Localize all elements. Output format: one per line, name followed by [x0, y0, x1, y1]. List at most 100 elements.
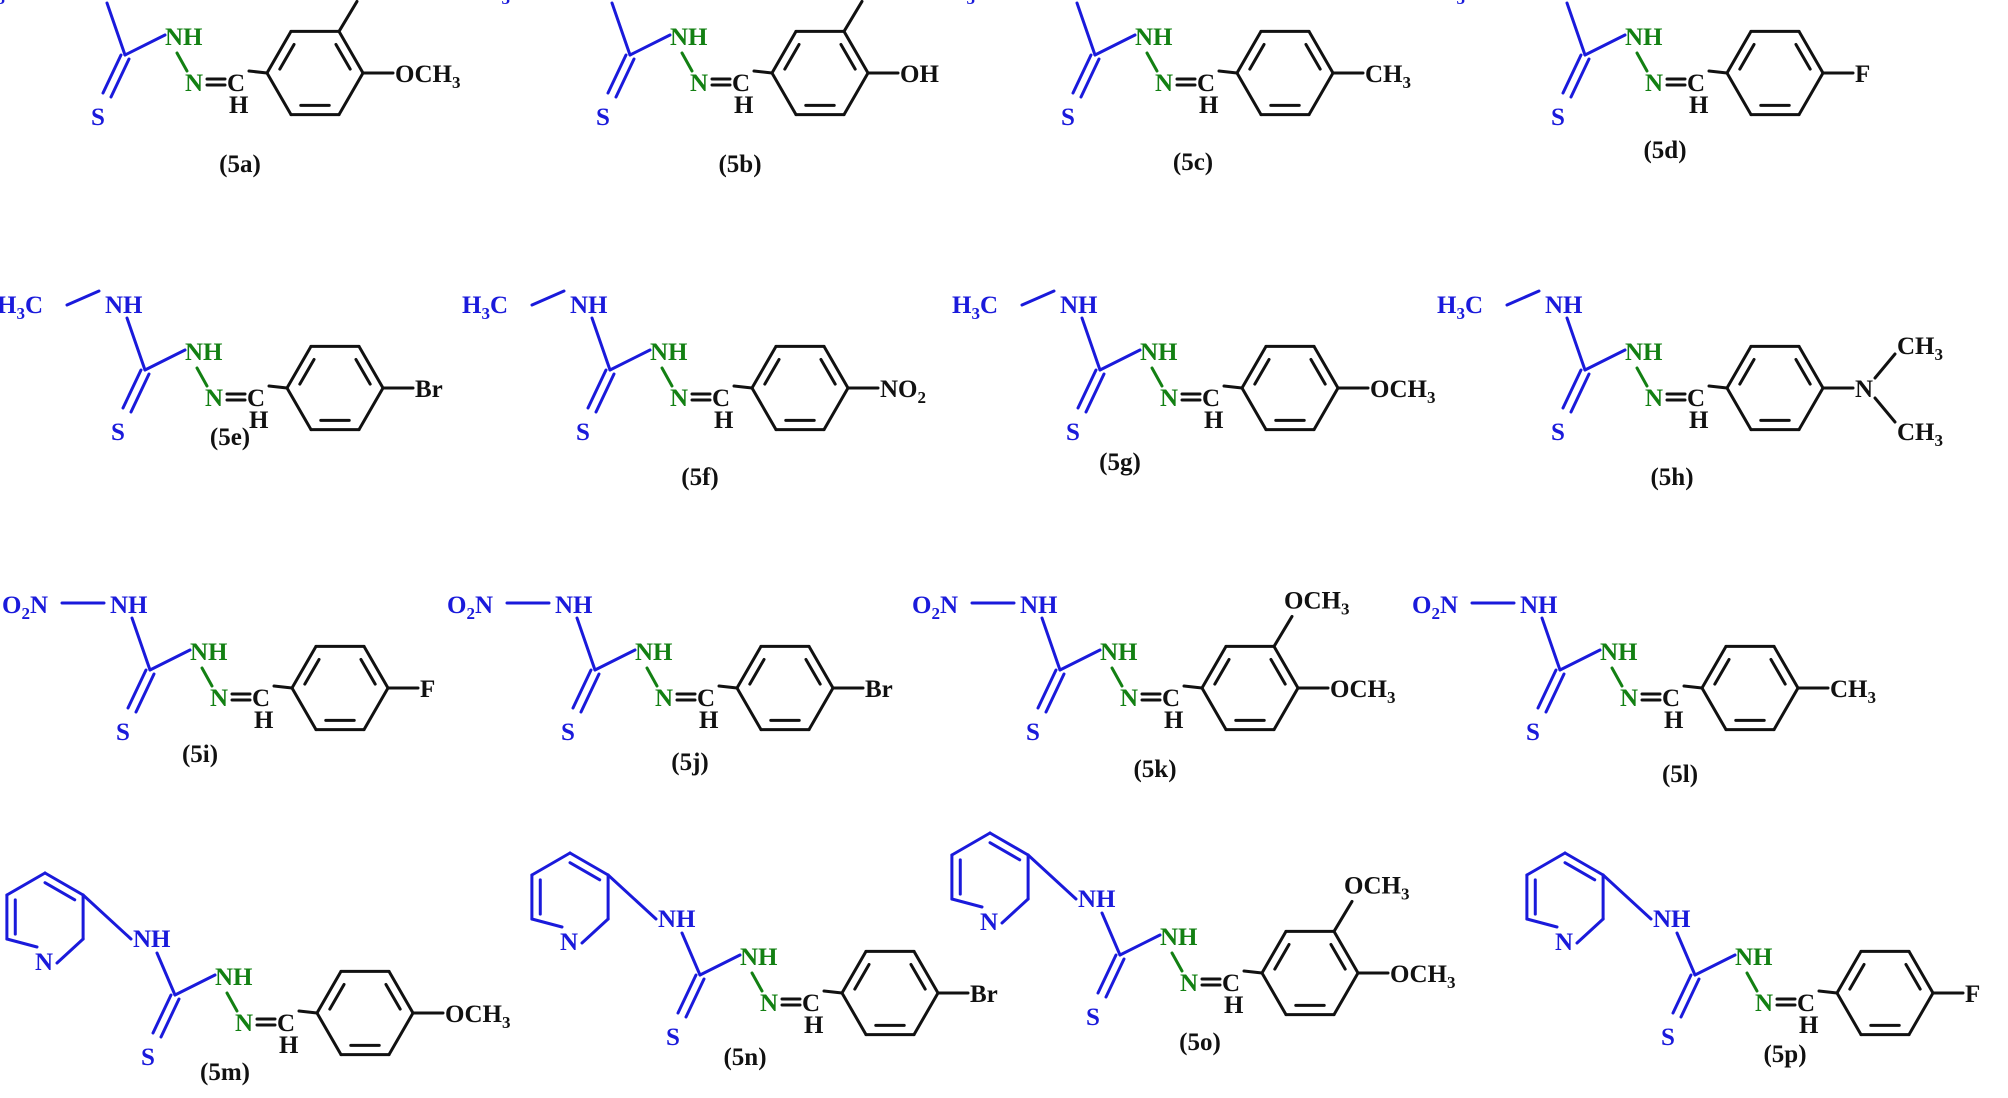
n-n-bond — [1145, 51, 1159, 73]
benzene-ring-double-bond — [328, 982, 346, 1011]
compound-label: (5a) — [219, 151, 261, 178]
meta-substituent-label: OCH3 — [1284, 587, 1349, 618]
imine-h-label: H — [1664, 707, 1684, 734]
pyridine-bond — [950, 897, 984, 909]
benzene-ring-double-bond — [909, 962, 927, 991]
benzene-ring-bond — [1312, 344, 1340, 390]
c-nh-bond — [143, 348, 187, 372]
pyridyl-n-bond — [606, 873, 658, 921]
benzene-ring-bond — [735, 644, 763, 690]
para-substituent-label: Br — [970, 981, 998, 1008]
benzene-ring-bond — [1725, 29, 1753, 75]
meta-bond — [1272, 614, 1294, 648]
c-s-double-bond — [1561, 53, 1583, 95]
s-label: S — [1026, 719, 1040, 746]
c-n-bond — [1565, 316, 1587, 372]
c-s-double-bond — [126, 668, 148, 710]
imine-n-label: N — [210, 685, 228, 712]
n-n-bond — [1170, 951, 1184, 973]
benzene-ring-bond — [1725, 344, 1753, 390]
c-nh-bond — [1693, 953, 1737, 977]
imine-h-label: H — [279, 1032, 299, 1059]
c-s-double-bond — [1544, 672, 1566, 714]
c-s-double-bond — [1071, 53, 1093, 95]
para-substituent-label: Br — [415, 376, 443, 403]
para-substituent-label: OH — [900, 61, 939, 88]
methyl-n-bond — [1020, 289, 1056, 307]
imine-n-label: N — [655, 685, 673, 712]
c-nh-bond — [1093, 33, 1137, 57]
benzene-ring-bond — [750, 386, 778, 432]
c-nh-bond — [1583, 33, 1627, 57]
para-substituent-label: F — [420, 676, 435, 703]
pyridyl-n-bond — [1026, 853, 1078, 901]
n-n-bond — [1110, 666, 1124, 688]
benzene-ring-bond — [807, 644, 835, 690]
pyridyl-n-bond — [1601, 873, 1653, 921]
s-label: S — [1061, 104, 1075, 131]
amine-nh-label: NH — [133, 926, 171, 953]
n-n-bond — [195, 366, 209, 388]
methyl-label: H3C — [1437, 292, 1483, 323]
benzene-ring-bond — [840, 949, 868, 995]
para-substituent-label: Br — [865, 676, 893, 703]
benzene-ring-double-bond — [1309, 357, 1327, 386]
methyl-n-bond — [1505, 289, 1541, 307]
n-n-bond — [750, 971, 764, 993]
hydrazone-nh-label: NH — [650, 339, 688, 366]
c-n-bond — [105, 1, 127, 57]
compound-5a: NHH3CSNHNCHOCH3OCH3(5a) — [0, 0, 460, 178]
s-label: S — [1526, 719, 1540, 746]
benzene-ring-double-bond — [1848, 962, 1866, 991]
imine-h-label: H — [254, 707, 274, 734]
compound-label: (5g) — [1099, 449, 1141, 476]
benzene-ring-double-bond — [1269, 657, 1287, 686]
benzene-ring-bond — [822, 386, 850, 432]
benzene-ring-bond — [770, 71, 798, 117]
c-aryl-bond — [1682, 684, 1704, 690]
nitro-label: O2N — [447, 592, 493, 623]
c-n-bond — [1675, 931, 1697, 977]
nitro-label: O2N — [912, 592, 958, 623]
imine-c-label: C — [252, 685, 270, 712]
dimethylamino-n-label: N — [1855, 376, 1873, 403]
hydrazone-nh-label: NH — [1100, 639, 1138, 666]
hydrazone-nh-label: NH — [215, 964, 253, 991]
compound-label: (5e) — [210, 424, 250, 451]
n-n-bond — [1150, 366, 1164, 388]
benzene-ring-bond — [1312, 386, 1340, 432]
imine-c-label: C — [1202, 385, 1220, 412]
benzene-ring-double-bond — [278, 42, 296, 71]
s-label: S — [596, 104, 610, 131]
hydrazone-nh-label: NH — [1625, 339, 1663, 366]
imine-n-label: N — [1755, 990, 1773, 1017]
methyl-label: H3C — [0, 0, 23, 8]
pyridine-bond — [530, 917, 564, 929]
imine-c-label: C — [697, 685, 715, 712]
benzene-ring-bond — [1835, 991, 1863, 1037]
c-aryl-bond — [1217, 69, 1239, 75]
c-s-double-bond — [586, 368, 608, 410]
amine-nh-label: NH — [1060, 292, 1098, 319]
compound-label: (5p) — [1763, 1041, 1806, 1068]
benzene-ring-bond — [807, 686, 835, 732]
imine-c-label: C — [1687, 70, 1705, 97]
benzene-ring-bond — [840, 991, 868, 1037]
amine-nh-label: NH — [1545, 0, 1583, 4]
c-s-double-bond — [134, 672, 156, 714]
pyridyl-n-bond — [81, 893, 133, 941]
amine-nh-label: NH — [1520, 592, 1558, 619]
benzene-ring-double-bond — [853, 962, 871, 991]
pyridine-double-bond — [988, 841, 1022, 862]
benzene-ring-bond — [1240, 386, 1268, 432]
benzene-ring-double-bond — [1273, 942, 1291, 971]
hydrazone-nh-label: NH — [1160, 924, 1198, 951]
meta-bond — [337, 0, 359, 33]
benzene-ring-bond — [1307, 29, 1335, 75]
imine-h-label: H — [1224, 992, 1244, 1019]
hydrazone-nh-label: NH — [1600, 639, 1638, 666]
